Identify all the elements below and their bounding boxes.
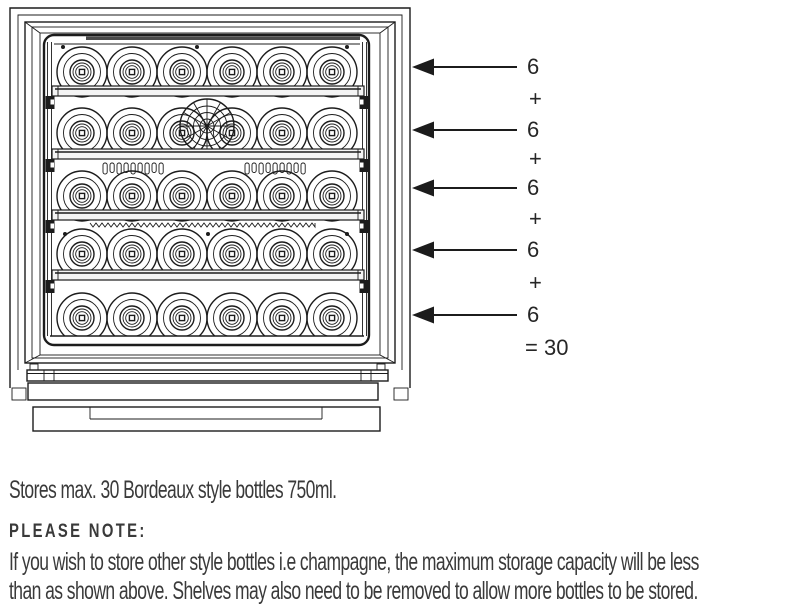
shelf-bracket-left <box>45 159 55 172</box>
floor-trim <box>46 336 368 344</box>
shelf-bracket-right <box>359 220 369 233</box>
arrow-head-icon <box>412 121 434 139</box>
door-corner-bevel <box>24 354 41 364</box>
shelf <box>45 269 369 293</box>
cabinet-outer-edge <box>9 7 411 388</box>
interior-back-panel <box>47 36 367 338</box>
cabinet-shell <box>9 7 411 401</box>
door-inner <box>39 32 381 356</box>
shelf-bracket-left <box>45 220 55 233</box>
shelf-capacity-label: 6 <box>527 237 539 262</box>
door-corner-bevel <box>379 354 396 364</box>
note-body: If you wish to store other style bottles… <box>9 548 699 605</box>
vent-slot <box>137 162 143 173</box>
shelf <box>45 209 369 233</box>
screw-dot <box>195 45 199 49</box>
arrow-head-icon <box>412 179 434 197</box>
shelf-bracket-right <box>359 280 369 293</box>
shelf-capacity-label: 6 <box>527 175 539 200</box>
vent-slot <box>151 162 157 173</box>
door-bottom-rail <box>26 363 389 382</box>
vent-slot <box>300 162 306 175</box>
vent-slot <box>251 162 257 173</box>
shelf-bracket-left <box>45 96 55 109</box>
wine-cooler-diagram: 6 +6 +6 +6 +6 = 30 <box>9 7 568 432</box>
light-bar <box>86 36 360 40</box>
base <box>32 406 381 432</box>
vent-slot <box>158 162 164 175</box>
hinge-block-right <box>360 369 372 382</box>
arrow-head-icon <box>412 241 434 259</box>
cabinet-inner-edge <box>17 14 403 370</box>
vents-layer <box>89 162 316 229</box>
vent-slots <box>102 162 164 175</box>
capacity-annotation: 6 +6 +6 +6 +6 = 30 <box>412 54 568 360</box>
vent-slots <box>244 162 306 175</box>
shelf-bracket-left <box>45 280 55 293</box>
vent-slot <box>265 162 271 173</box>
hinge-stub-left <box>29 363 39 371</box>
door-corner-bevel <box>379 21 396 34</box>
capacity-arrow <box>412 179 517 197</box>
capacity-arrow <box>412 58 517 76</box>
total-capacity-label: = 30 <box>525 335 568 360</box>
plinth <box>27 382 379 401</box>
door-frame <box>24 21 396 364</box>
vent-slot <box>123 162 129 173</box>
vent-slot <box>116 162 122 175</box>
arrow-head-icon <box>412 58 434 76</box>
shelf-bracket-right <box>359 96 369 109</box>
shelf-bar <box>51 269 365 281</box>
vent-slot <box>244 162 250 175</box>
shelf-capacity-label: 6 <box>527 54 539 79</box>
shelf-bar <box>51 85 365 97</box>
bottle <box>306 46 358 98</box>
vent-slot <box>279 162 285 173</box>
vent-slot <box>286 162 292 175</box>
capacity-arrow <box>412 241 517 259</box>
shelf-bracket-right <box>359 159 369 172</box>
shelf <box>45 148 369 172</box>
screw-dot <box>345 45 349 49</box>
shelf-bar <box>51 209 365 221</box>
shelf-capacity-label: 6 <box>527 117 539 142</box>
screw-dot <box>206 232 210 236</box>
vent-slot <box>272 162 278 175</box>
vent-slot <box>144 162 150 175</box>
arrow-head-icon <box>412 306 434 324</box>
plus-operator: + <box>529 86 542 111</box>
vent-slot <box>130 162 136 175</box>
vent-slot <box>293 162 299 173</box>
screw-dot <box>61 45 65 49</box>
serrated-strip <box>89 222 316 229</box>
door-mid <box>31 26 389 359</box>
shelf-bar <box>51 148 365 160</box>
caption: Stores max. 30 Bordeaux style bottles 75… <box>9 476 337 504</box>
right-foot <box>393 387 409 401</box>
plus-operator: + <box>529 270 542 295</box>
vent-slot <box>109 162 115 173</box>
shelf-capacity-label: 6 <box>527 302 539 327</box>
capacity-arrow <box>412 306 517 324</box>
door-corner-bevel <box>24 21 41 34</box>
cavity-floor <box>46 335 368 344</box>
bottle-row <box>56 46 358 98</box>
door-outer <box>24 21 396 364</box>
note-heading: PLEASE NOTE: <box>9 521 147 542</box>
cavity-border <box>42 33 371 347</box>
plus-operator: + <box>529 206 542 231</box>
base-frame <box>32 406 381 432</box>
capacity-arrow <box>412 121 517 139</box>
hinge-block-left <box>43 369 55 382</box>
plus-operator: + <box>529 146 542 171</box>
shelves-layer <box>45 85 369 293</box>
hinge-stub-right <box>376 363 386 371</box>
vent-slot <box>102 162 108 175</box>
shelf <box>45 85 369 109</box>
left-foot <box>11 387 27 401</box>
bottom-rail-bar <box>26 369 389 382</box>
vent-slot <box>258 162 264 175</box>
